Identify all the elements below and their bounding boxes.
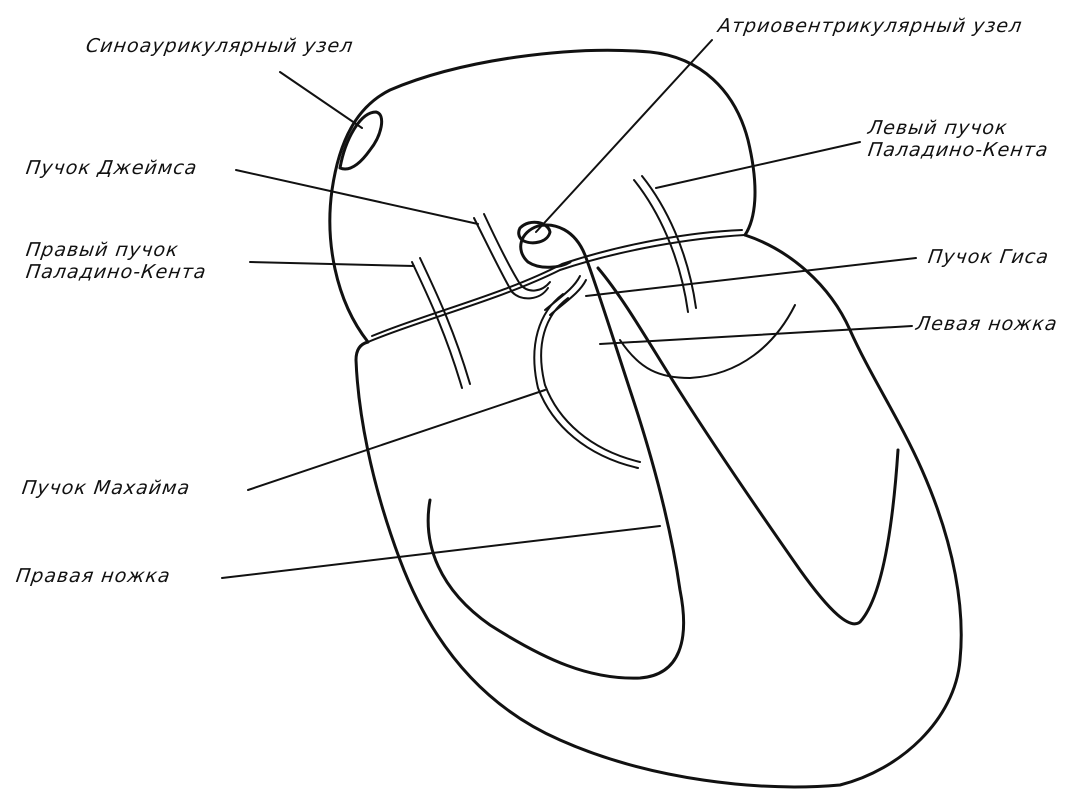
- label-right-branch: Правая ножка: [15, 566, 173, 587]
- atria-outline: [330, 50, 755, 342]
- leader-left-kent: [656, 142, 860, 188]
- leader-james-bundle: [236, 170, 478, 224]
- leader-av-node: [536, 40, 712, 232]
- leader-left-branch: [600, 326, 912, 344]
- leader-right-kent: [250, 262, 414, 266]
- leader-sinoatrial-node: [280, 72, 362, 128]
- leader-mahaim-bundle: [248, 390, 545, 490]
- label-sinoatrial-node: Синоаурикулярный узел: [85, 36, 355, 57]
- label-mahaim-bundle: Пучок Махайма: [21, 478, 192, 499]
- leader-his-bundle: [586, 258, 916, 296]
- label-left-branch: Левая ножка: [915, 314, 1060, 335]
- av-node-shape: [519, 222, 550, 243]
- right-kent-bundle-shape: [412, 262, 462, 388]
- right-ventricle-cavity: [428, 225, 683, 678]
- label-his-bundle: Пучок Гиса: [927, 247, 1051, 268]
- label-right-kent-line2: Паладино-Кента: [25, 262, 208, 283]
- label-av-node: Атриовентрикулярный узел: [717, 16, 1024, 37]
- label-right-kent-line1: Правый пучок: [25, 240, 181, 261]
- left-ventricle-cavity: [598, 268, 898, 624]
- label-james-bundle: Пучок Джеймса: [25, 158, 199, 179]
- label-left-kent-line2: Паладино-Кента: [867, 140, 1050, 161]
- label-left-kent-line1: Левый пучок: [867, 118, 1010, 139]
